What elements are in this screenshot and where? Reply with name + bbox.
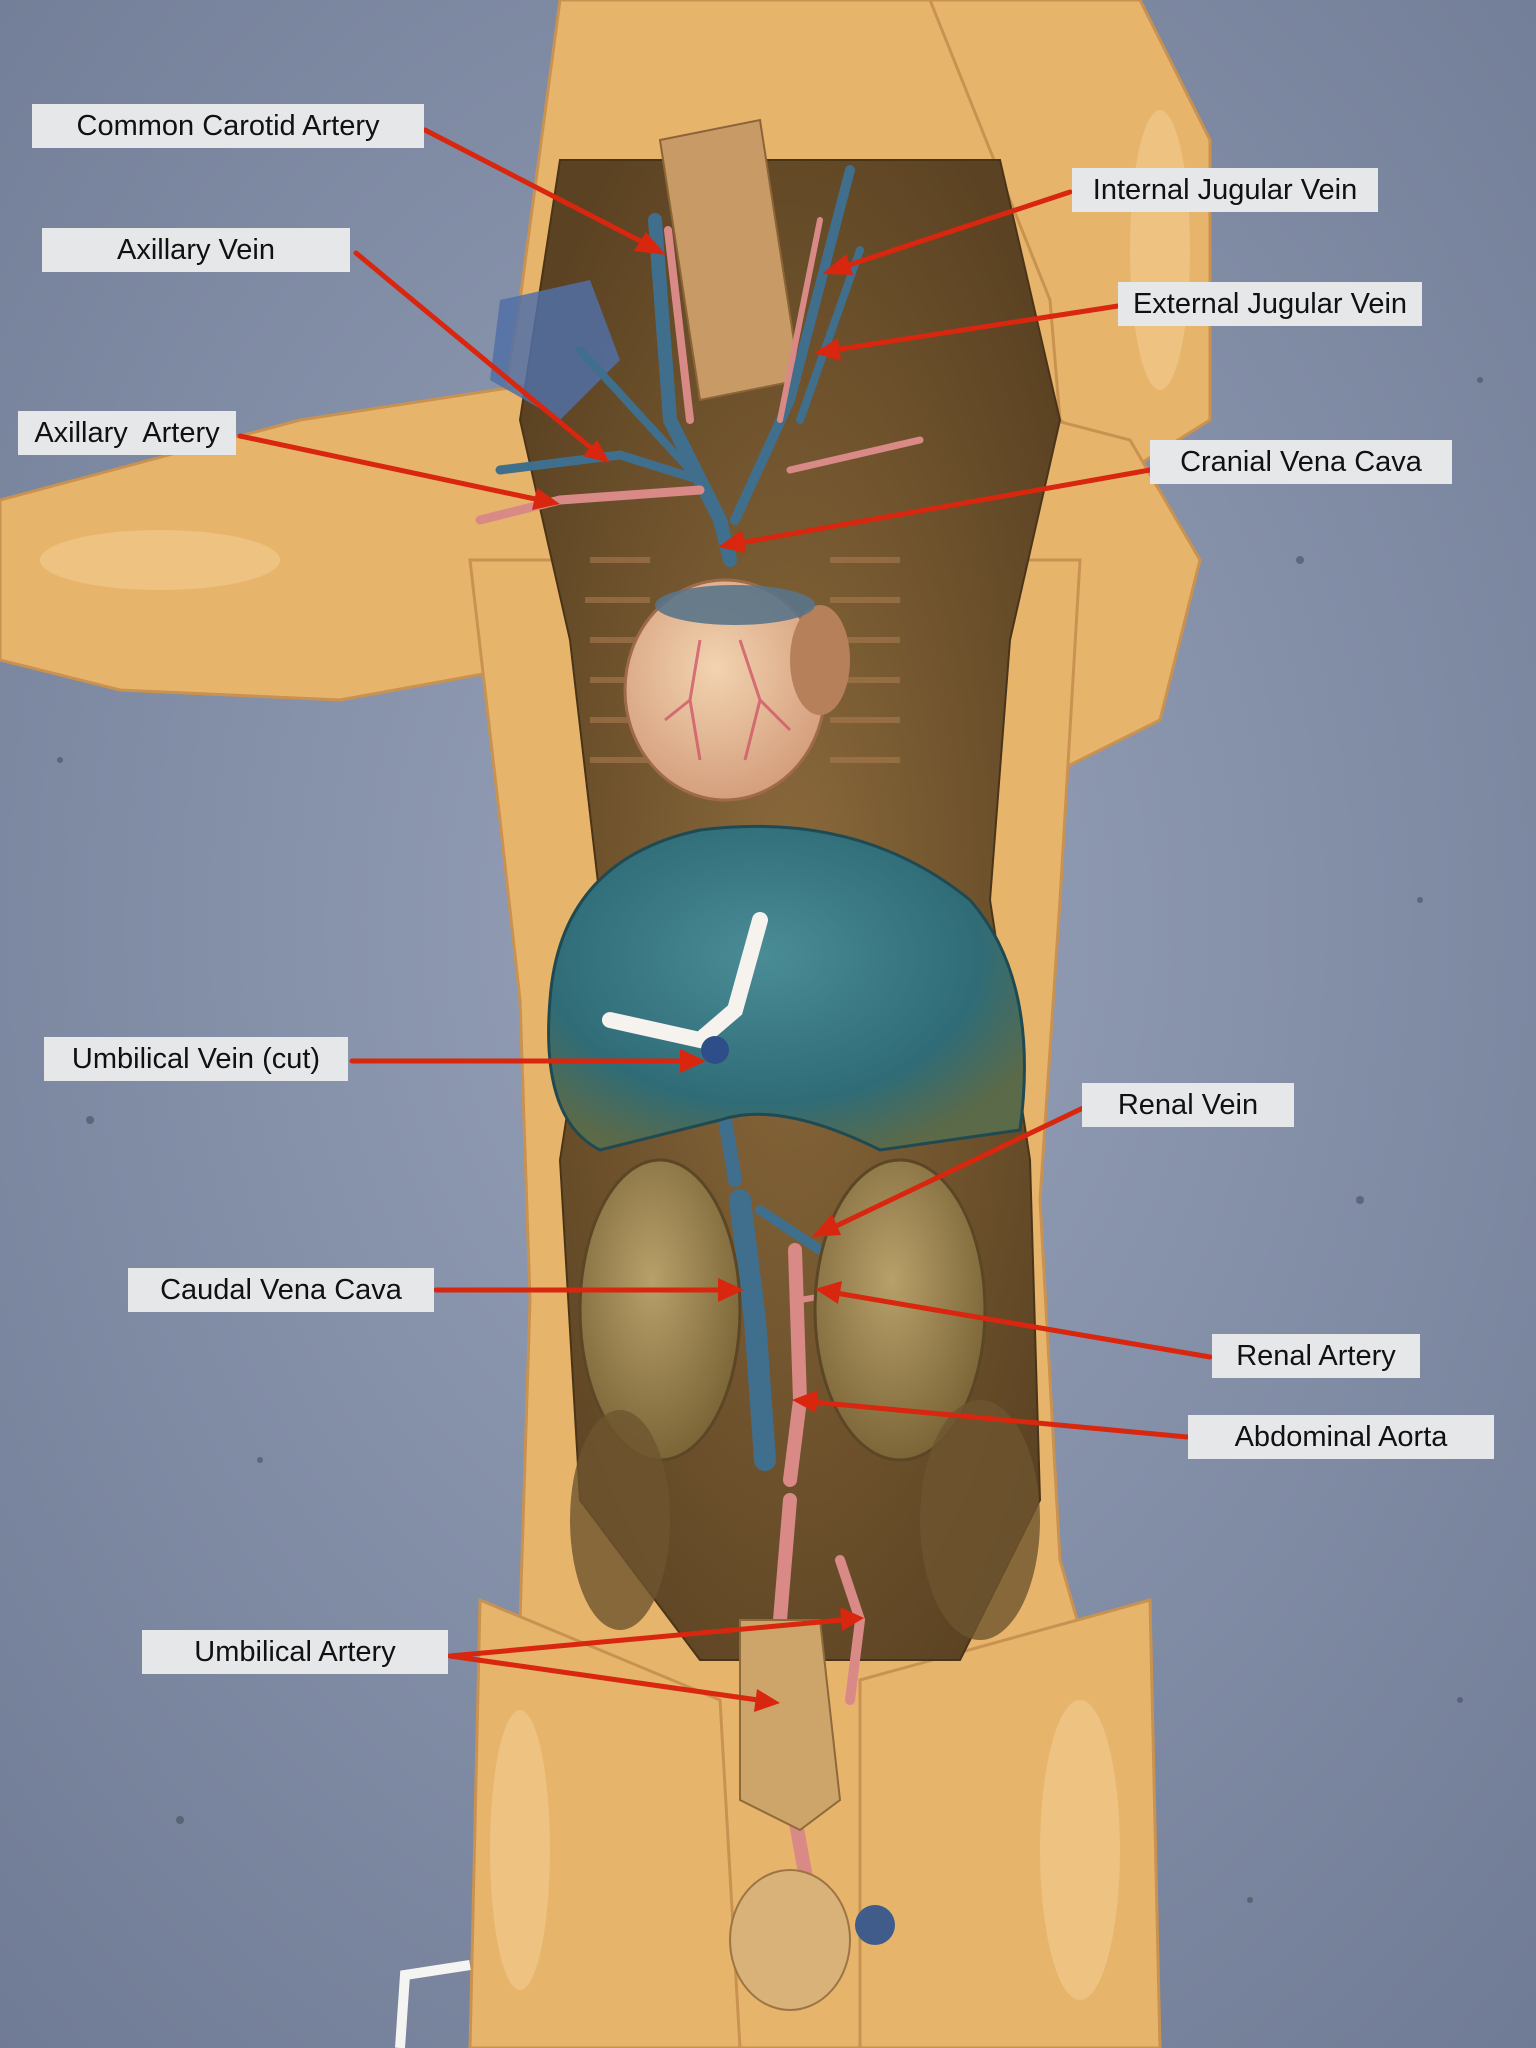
arrow-cranial-vena-cava [718, 467, 1153, 553]
label-axillary-vein: Axillary Vein [42, 228, 350, 272]
label-cranial-vena-cava: Cranial Vena Cava [1150, 440, 1452, 484]
arrow-caudal-vena-cava [433, 1278, 744, 1302]
label-common-carotid-artery: Common Carotid Artery [32, 104, 424, 148]
label-renal-vein: Renal Vein [1082, 1083, 1294, 1127]
arrow-umbilical-artery-lower [447, 1653, 780, 1712]
arrow-renal-vein [812, 1105, 1086, 1237]
label-internal-jugular-vein: Internal Jugular Vein [1072, 168, 1378, 212]
arrow-umbilical-artery-upper [447, 1607, 864, 1659]
arrow-common-carotid-artery [422, 127, 666, 255]
arrow-external-jugular-vein [814, 303, 1121, 361]
arrow-abdominal-aorta [792, 1390, 1190, 1440]
label-axillary-artery: Axillary Artery [18, 411, 236, 455]
label-umbilical-vein-cut: Umbilical Vein (cut) [44, 1037, 348, 1081]
label-umbilical-artery: Umbilical Artery [142, 1630, 448, 1674]
arrow-renal-artery [815, 1281, 1213, 1360]
arrow-internal-jugular-vein [822, 189, 1073, 275]
label-external-jugular-vein: External Jugular Vein [1118, 282, 1422, 326]
arrow-axillary-vein [353, 250, 610, 463]
label-renal-artery: Renal Artery [1212, 1334, 1420, 1378]
label-caudal-vena-cava: Caudal Vena Cava [128, 1268, 434, 1312]
arrow-umbilical-vein [349, 1049, 706, 1073]
arrow-axillary-artery [237, 433, 560, 510]
label-abdominal-aorta: Abdominal Aorta [1188, 1415, 1494, 1459]
